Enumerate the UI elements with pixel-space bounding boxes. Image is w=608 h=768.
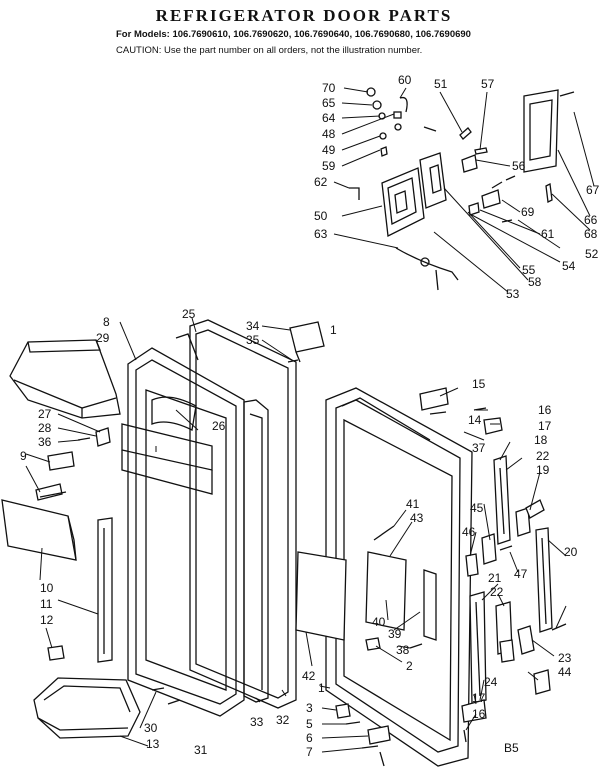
callout-23: 23 xyxy=(558,651,572,665)
callout-2: 2 xyxy=(406,659,413,673)
callout-17-lower: 17 xyxy=(472,691,486,705)
callout-47: 47 xyxy=(514,567,528,581)
callout-62: 62 xyxy=(314,175,328,189)
callout-27: 27 xyxy=(38,407,52,421)
callout-36: 36 xyxy=(38,435,52,449)
callout-66: 66 xyxy=(584,213,598,227)
callout-45: 45 xyxy=(470,501,484,515)
callout-30: 30 xyxy=(144,721,158,735)
plate-code: B5 xyxy=(504,741,519,755)
callout-32: 32 xyxy=(276,713,290,727)
callout-7: 7 xyxy=(306,745,313,759)
callout-15: 15 xyxy=(472,377,486,391)
lower-door-bin xyxy=(33,677,141,739)
callout-63: 63 xyxy=(314,227,328,241)
callout-38: 38 xyxy=(396,643,410,657)
callout-58: 58 xyxy=(528,275,542,289)
callout-13: 13 xyxy=(146,737,160,751)
callout-20: 20 xyxy=(564,545,578,559)
callout-34: 34 xyxy=(246,319,260,333)
callout-68: 68 xyxy=(584,227,598,241)
caution-note: CAUTION: Use the part number on all orde… xyxy=(116,45,423,56)
callout-53: 53 xyxy=(506,287,520,301)
callout-49: 49 xyxy=(322,143,336,157)
callout-60: 60 xyxy=(398,73,412,87)
upper-door-bin xyxy=(9,339,121,419)
dispenser-assembly xyxy=(349,87,575,291)
callout-61: 61 xyxy=(541,227,555,241)
callout-16-upper: 16 xyxy=(538,403,552,417)
callout-40: 40 xyxy=(372,615,386,629)
callout-17-upper: 17 xyxy=(538,419,552,433)
right-small-parts xyxy=(419,387,567,743)
callout-22-upper: 22 xyxy=(536,449,550,463)
callout-9: 9 xyxy=(20,449,27,463)
callout-1-upper: 1 xyxy=(330,323,337,337)
right-door xyxy=(295,387,473,767)
callout-57: 57 xyxy=(481,77,495,91)
callout-19: 19 xyxy=(536,463,550,477)
callout-51: 51 xyxy=(434,77,448,91)
callout-33: 33 xyxy=(250,715,264,729)
callout-26: 26 xyxy=(212,419,226,433)
callout-67: 67 xyxy=(586,183,600,197)
callout-29: 29 xyxy=(96,331,110,345)
part-drawings xyxy=(1,87,575,767)
callout-25: 25 xyxy=(182,307,196,321)
callout-1-lower: 1 xyxy=(318,681,325,695)
callout-8: 8 xyxy=(103,315,110,329)
door-gaskets xyxy=(175,319,325,709)
callout-labels: 70 65 64 48 49 59 62 50 63 60 51 57 56 6… xyxy=(20,73,600,759)
callout-21: 21 xyxy=(488,571,502,585)
callout-35: 35 xyxy=(246,333,260,347)
bottom-hinge-parts xyxy=(335,703,391,767)
page-header: REFRIGERATOR DOOR PARTS For Models: 106.… xyxy=(0,0,608,70)
callout-50: 50 xyxy=(314,209,328,223)
callout-24: 24 xyxy=(484,675,498,689)
callout-69: 69 xyxy=(521,205,535,219)
callout-37: 37 xyxy=(472,441,486,455)
callout-22-lower: 22 xyxy=(490,585,504,599)
callout-43: 43 xyxy=(410,511,424,525)
callout-6: 6 xyxy=(306,731,313,745)
callout-70: 70 xyxy=(322,81,336,95)
model-numbers: For Models: 106.7690610, 106.7690620, 10… xyxy=(116,29,471,40)
callout-28: 28 xyxy=(38,421,52,435)
callout-16-lower: 16 xyxy=(472,707,486,721)
callout-46: 46 xyxy=(462,525,476,539)
callout-44: 44 xyxy=(558,665,572,679)
left-door-panel xyxy=(121,347,245,717)
callout-18: 18 xyxy=(534,433,548,447)
left-small-parts xyxy=(1,427,181,705)
callout-42: 42 xyxy=(302,669,316,683)
callout-55: 55 xyxy=(522,263,536,277)
callout-39: 39 xyxy=(388,627,402,641)
callout-31: 31 xyxy=(194,743,208,757)
callout-14: 14 xyxy=(468,413,482,427)
callout-5: 5 xyxy=(306,717,313,731)
callout-64: 64 xyxy=(322,111,336,125)
callout-59: 59 xyxy=(322,159,336,173)
callout-65: 65 xyxy=(322,96,336,110)
callout-41: 41 xyxy=(406,497,420,511)
callout-48: 48 xyxy=(322,127,336,141)
callout-56: 56 xyxy=(512,159,526,173)
callout-12: 12 xyxy=(40,613,54,627)
callout-11: 11 xyxy=(40,597,53,611)
leader-lines xyxy=(25,87,595,753)
diagram-title: REFRIGERATOR DOOR PARTS xyxy=(155,6,453,25)
callout-3: 3 xyxy=(306,701,313,715)
callout-54: 54 xyxy=(562,259,576,273)
callout-52: 52 xyxy=(585,247,599,261)
callout-10: 10 xyxy=(40,581,54,595)
